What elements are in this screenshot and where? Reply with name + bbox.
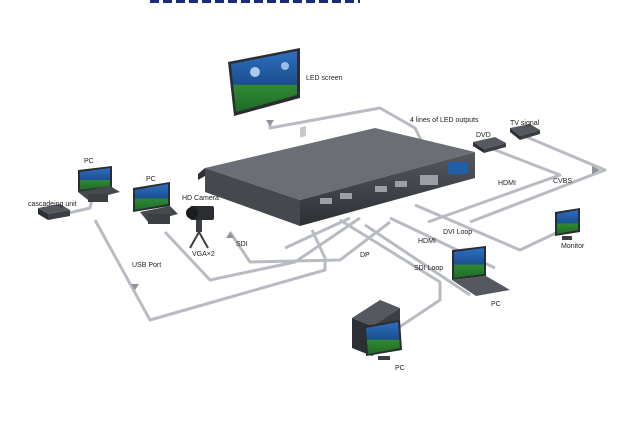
- label-sdi-loop: SDI Loop: [414, 265, 444, 272]
- label-monitor: Monitor: [561, 243, 585, 250]
- label-pc-laptop: PC: [491, 301, 501, 308]
- cable-vga: [163, 216, 361, 282]
- label-cascading-unit: cascadeing unit: [28, 201, 77, 208]
- led-screen-icon: [228, 48, 300, 116]
- label-hd-camera: HD Camera: [182, 195, 219, 202]
- cable-dp: [339, 218, 442, 332]
- label-pc-mid: PC: [146, 176, 156, 183]
- cable-monitor: [414, 203, 559, 252]
- pc-monitor-icon: [78, 166, 120, 202]
- label-hdmi-top: HDMI: [498, 180, 516, 187]
- label-cvbs: CVBS: [553, 178, 573, 185]
- title-fragment: [150, 0, 360, 3]
- dvd-player-icon: [473, 137, 506, 153]
- label-pc-bottom: PC: [395, 365, 405, 372]
- pc-monitor-icon: [133, 182, 178, 224]
- laptop-icon: [452, 246, 510, 296]
- cable-dvd: [427, 146, 562, 224]
- label-hdmi: HDMI: [418, 238, 436, 245]
- label-dvi-loop: DVI Loop: [443, 229, 473, 236]
- cable-usb: [93, 219, 327, 322]
- cable-laptop: [364, 223, 471, 297]
- label-led-outputs: 4 lines of LED outputs: [410, 117, 479, 124]
- video-processor-icon: [198, 126, 475, 226]
- label-led-screen: LED screen: [306, 75, 343, 82]
- label-tv-signal: TV signal: [510, 120, 540, 127]
- cascade-unit-icon: [38, 204, 70, 220]
- cable-sdi: [284, 216, 351, 250]
- label-pc-left: PC: [84, 158, 94, 165]
- label-dp: DP: [360, 252, 370, 259]
- pc-monitor-icon: [555, 208, 580, 240]
- camera-icon: [186, 206, 214, 249]
- tv-box-icon: [510, 124, 540, 140]
- label-vga: VGA×2: [192, 251, 215, 258]
- label-usb-port: USB Port: [132, 262, 162, 269]
- label-dvd: DVD: [476, 132, 491, 139]
- desktop-pc-icon: [352, 300, 402, 360]
- cable-tv-signal: [469, 133, 607, 224]
- label-sdi: SDI: [236, 241, 248, 248]
